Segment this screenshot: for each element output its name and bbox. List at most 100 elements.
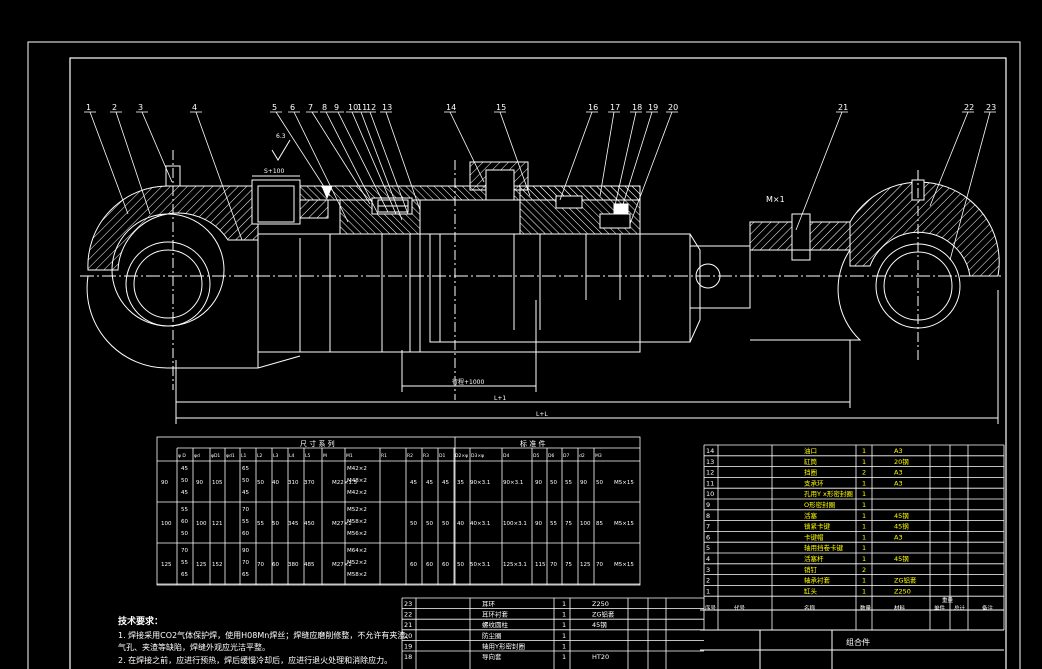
size-cell-D7: 100 (580, 521, 591, 527)
size-cell-d: 65 (181, 572, 188, 578)
bom-left-name: 防尘圈 (482, 631, 502, 640)
size-col-header: L4 (289, 453, 295, 459)
bom-right-mat: 45钢 (894, 512, 909, 520)
size-cell-L5: 65 (242, 466, 249, 472)
balloon-leaders (84, 111, 996, 261)
bom-left-no: 18 (404, 653, 412, 661)
bom-header-cell: 数量 (860, 604, 872, 612)
title-block (700, 609, 1004, 669)
size-cell-D2: 50×3.1 (470, 562, 490, 568)
bom-right-no: 8 (706, 512, 710, 520)
balloon-11: 11 (357, 103, 367, 112)
bom-right-no: 9 (706, 501, 710, 509)
bom-left-qty: 1 (562, 653, 566, 661)
size-cell-d1: 105 (212, 480, 223, 486)
bom-right-name: 轴用挡卷卡键 (804, 543, 844, 552)
bom-header-cell: 材料 (894, 604, 906, 612)
notes-heading: 技术要求： (118, 615, 163, 627)
size-cell-R1: 45 (410, 480, 417, 486)
balloon-1: 1 (86, 103, 91, 112)
dim-text-stroke-piece: S+100 (264, 168, 284, 175)
head-eye-section (87, 185, 259, 271)
size-cell-M3: M5×15 (614, 480, 634, 486)
size-cell-d1: 121 (212, 521, 223, 527)
bom-right-no: 1 (706, 587, 710, 595)
size-cell-D5: 50 (550, 480, 557, 486)
bom-left-qty: 1 (562, 600, 566, 608)
bom-right-name: 轴承衬套 (804, 576, 831, 585)
size-cell-d: 50 (181, 478, 188, 484)
bom-right-qty: 1 (862, 447, 866, 455)
size-cell-D6: 55 (565, 480, 572, 486)
size-cell-L5: 70 (242, 507, 249, 513)
bom-right-mat: A3 (894, 533, 903, 541)
size-cell-D3: 100×3.1 (503, 521, 527, 527)
size-cell-M3: M5×15 (614, 562, 634, 568)
bom-left-name: 轴用Y形密封圈 (482, 641, 525, 650)
size-col-header: M (323, 453, 327, 459)
balloon-20: 20 (668, 103, 678, 112)
bom-right-qty: 1 (862, 533, 866, 541)
rod-eye-section (849, 181, 1000, 277)
balloon-14: 14 (446, 103, 456, 112)
size-cell-d: 70 (181, 548, 188, 554)
size-cell-L4: 450 (304, 521, 315, 527)
bom-right-no: 11 (706, 479, 714, 487)
size-cell-R1: 60 (410, 562, 417, 568)
size-cell-L5: 45 (242, 490, 249, 496)
size-cell-M1: M42×2 (347, 466, 367, 472)
dim-text-closed-length: L+1 (494, 395, 506, 402)
balloon-22: 22 (964, 103, 974, 112)
size-cell-L1: 50 (257, 480, 264, 486)
size-col-header: φ D (178, 453, 186, 459)
size-col-header: φd (194, 453, 200, 459)
bom-right-name: 活塞 (804, 511, 818, 520)
bom-right-mat: ZG铝套 (894, 576, 917, 585)
bom-right-no: 3 (706, 566, 710, 574)
bom-right-qty: 1 (862, 501, 866, 509)
bom-right-name: 活塞杆 (804, 554, 824, 563)
size-cell-D5: 70 (550, 562, 557, 568)
size-col-header: D4 (503, 453, 509, 459)
size-col-header: R2 (407, 453, 413, 459)
bom-header-cell: 单件 (934, 604, 946, 612)
size-cell-d: 45 (181, 490, 188, 496)
bom-right-qty: 1 (862, 555, 866, 563)
size-col-header: L1 (241, 453, 247, 459)
roughness-symbol (271, 139, 291, 161)
bom-right-no: 14 (706, 447, 714, 455)
bom-left-mat: 45钢 (592, 621, 607, 629)
size-col-header: L3 (273, 453, 279, 459)
bom-right-mat: 20钢 (894, 458, 909, 466)
balloon-16: 16 (588, 103, 598, 112)
size-cell-L5: 50 (242, 478, 249, 484)
bom-left-name: 耳环 (482, 600, 496, 608)
size-cell-M1: M52×2 (347, 560, 367, 566)
barrel-body (257, 233, 641, 353)
size-col-header: L5 (305, 453, 311, 459)
size-cell-M3: M5×15 (614, 521, 634, 527)
size-cell-L1: 55 (257, 521, 264, 527)
size-col-header: D2×φ (455, 453, 468, 459)
cylinder-assembly-drawing (80, 139, 1002, 424)
size-col-header: D3×φ (471, 453, 484, 459)
size-cell-R3: 45 (442, 480, 449, 486)
dim-text-total-length: L+L (536, 411, 548, 418)
bom-right-mat: A3 (894, 447, 903, 455)
bom-left-no: 19 (404, 642, 412, 650)
piston-rod (429, 233, 691, 343)
size-cell-R1: 50 (410, 521, 417, 527)
balloon-18: 18 (632, 103, 642, 112)
balloon-21: 21 (838, 103, 848, 112)
bom-header-cell: 总计 (954, 604, 966, 612)
bom-right-name: 卡键帽 (804, 532, 824, 541)
size-cell-M1: M58×2 (347, 519, 367, 525)
bom-right-mat: Z250 (894, 587, 911, 595)
std-group-header: 标 准 件 (520, 439, 545, 448)
bom-right-name: O形密封圈 (804, 500, 835, 509)
bom-right-name: 油口 (804, 446, 817, 455)
bom-right-qty: 2 (862, 469, 866, 477)
bom-right-no: 6 (706, 533, 710, 541)
bom-header-cell: 名称 (804, 604, 816, 612)
size-col-header: D5 (533, 453, 539, 459)
